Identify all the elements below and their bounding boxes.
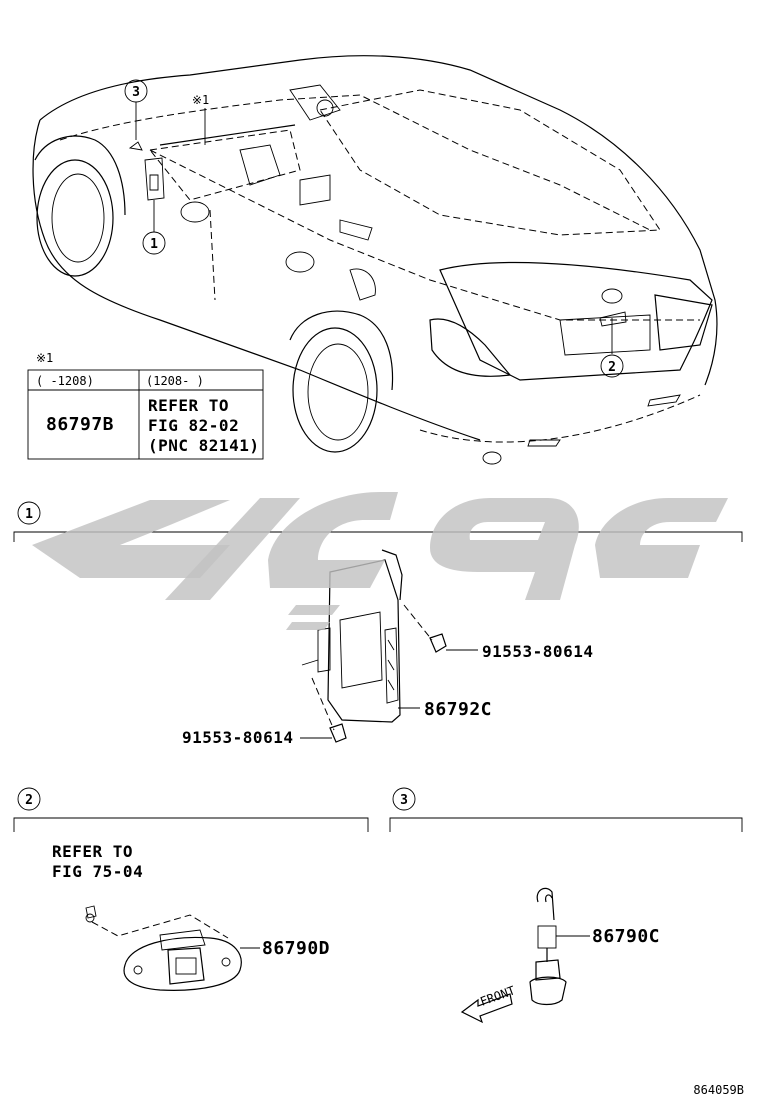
callout-2-marker: 2 [600, 354, 624, 378]
note-table-marker: ※1 [36, 351, 53, 365]
part-rear-camera: 86790D [262, 938, 330, 959]
table-col2-header: (1208- ) [146, 374, 204, 388]
figure-id: 864059B [693, 1083, 744, 1097]
table-col1-value: 86797B [46, 414, 114, 435]
part-ecu: 86792C [424, 699, 492, 720]
callout-3-marker: 3 [124, 79, 148, 103]
car-overview-illustration [32, 55, 718, 465]
watermark-logo [32, 492, 728, 630]
section2-refer-line1: REFER TO [52, 842, 133, 861]
section2-refer-line2: FIG 75-04 [52, 862, 143, 881]
section-1-header: 1 [13, 501, 743, 542]
svg-text:2: 2 [608, 360, 616, 375]
front-arrow-indicator: FRONT [460, 983, 517, 1024]
svg-text:3: 3 [132, 85, 140, 100]
table-col2-line2: FIG 82-02 [148, 416, 239, 435]
camera-sensor-illustration [529, 887, 590, 1006]
part-bolt-upper: 91553-80614 [482, 642, 593, 661]
note-table: ( -1208) (1208- ) 86797B REFER TO FIG 82… [27, 369, 264, 460]
table-col2-line1: REFER TO [148, 396, 229, 415]
svg-text:3: 3 [400, 793, 408, 808]
part-bolt-lower: 91553-80614 [182, 728, 293, 747]
front-arrow-label: FRONT [478, 983, 517, 1009]
svg-text:1: 1 [150, 237, 158, 252]
rear-camera-illustration [85, 905, 260, 991]
part-camera-sensor: 86790C [592, 926, 660, 947]
table-col1-header: ( -1208) [36, 374, 94, 388]
table-col2-line3: (PNC 82141) [148, 436, 259, 455]
callout-1-marker: 1 [142, 231, 166, 255]
svg-text:1: 1 [25, 507, 33, 522]
ecu-illustration [300, 549, 478, 743]
svg-text:2: 2 [25, 793, 33, 808]
section-2-header: 2 [13, 787, 369, 832]
section-3-header: 3 [389, 787, 743, 832]
note-marker-top: ※1 [192, 93, 209, 107]
